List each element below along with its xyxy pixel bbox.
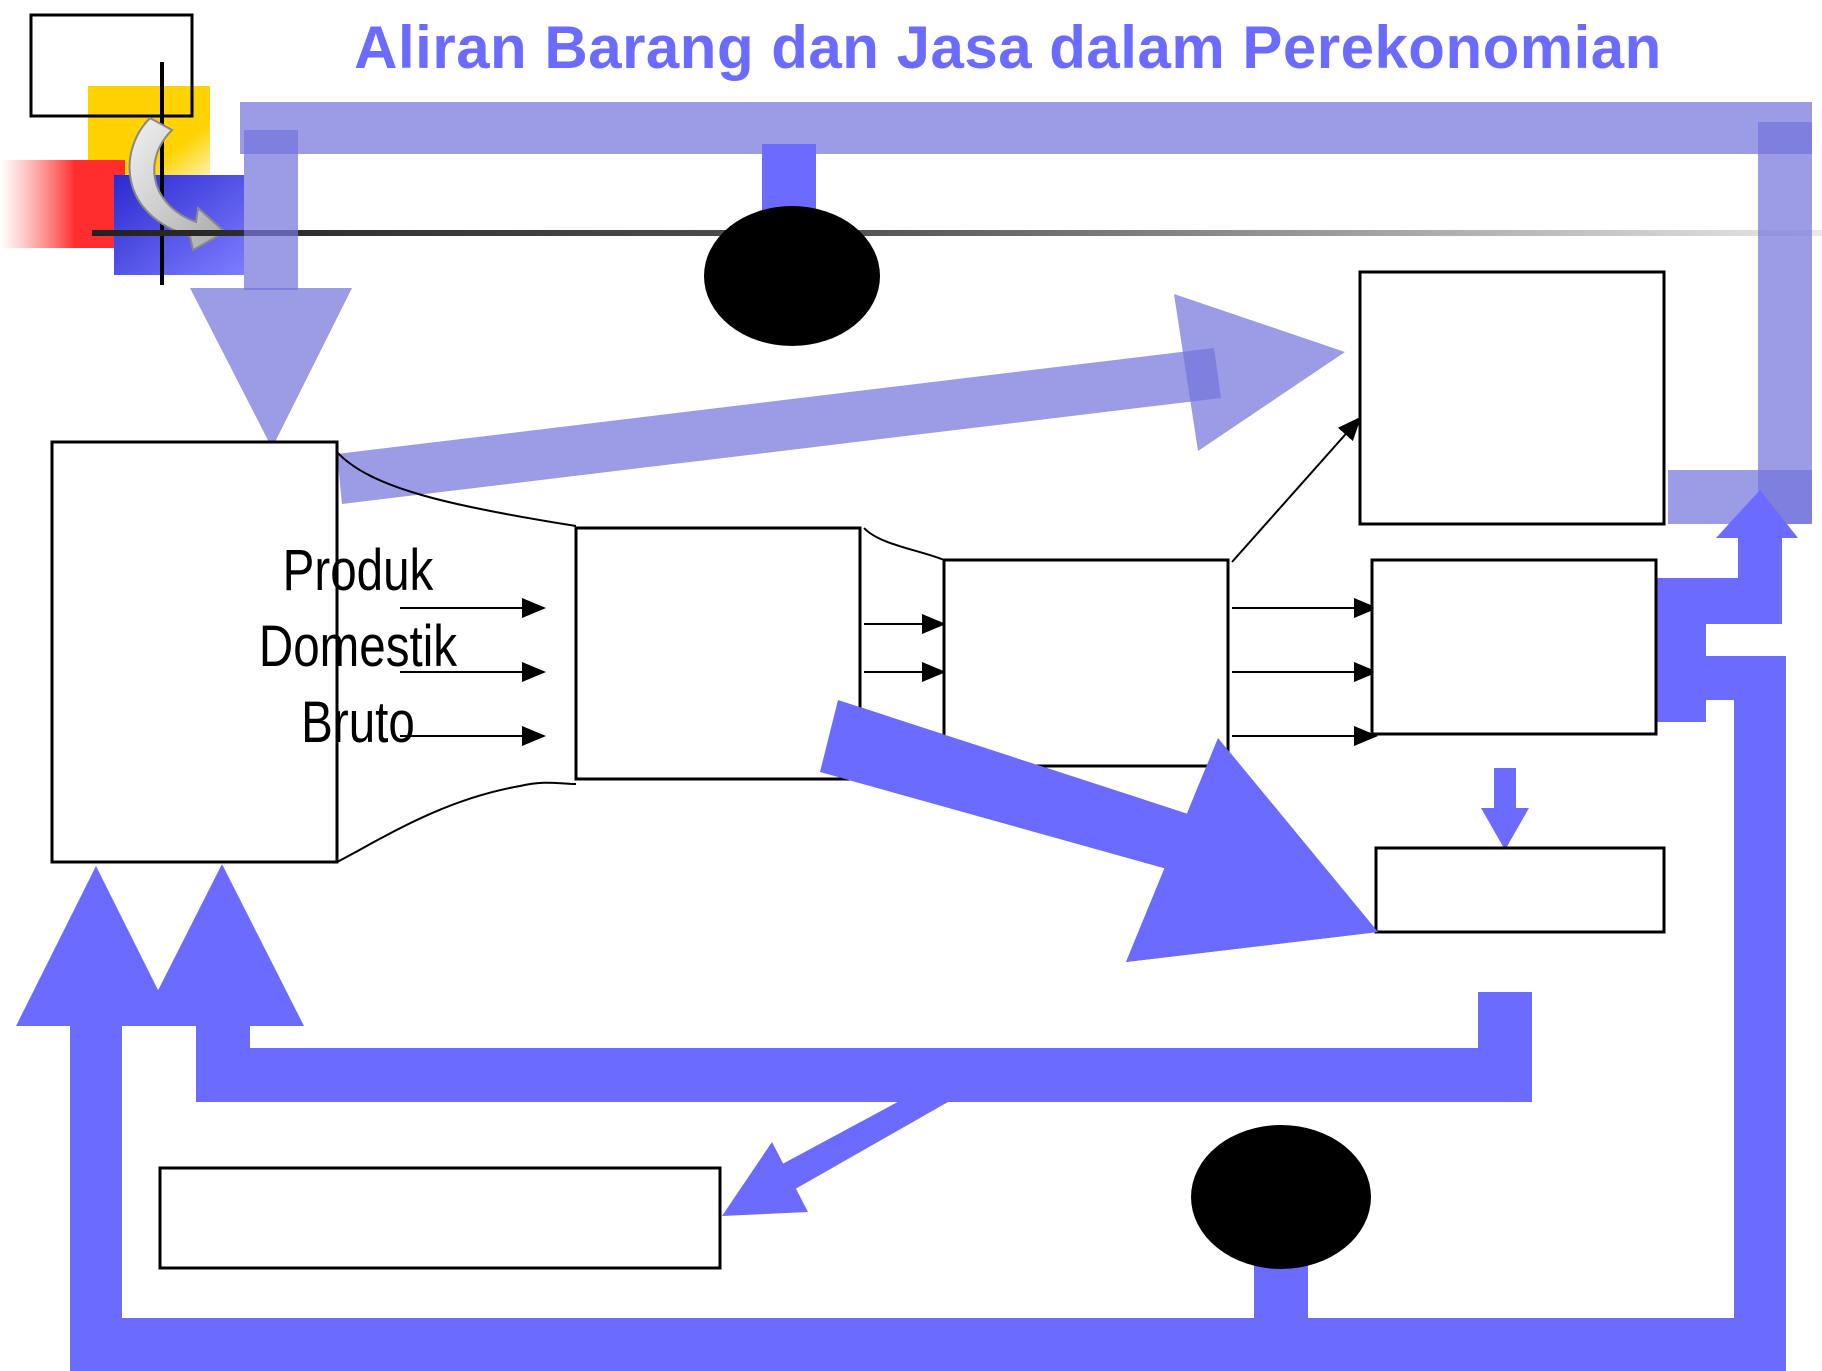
- bottom-left-box: [158, 1166, 722, 1270]
- small-down-arrow-icon: [1481, 768, 1529, 850]
- to-bottom-left-box-arrow: [722, 1098, 948, 1216]
- bottom-node-oval-icon: [1191, 1125, 1371, 1269]
- pdb-box: [50, 440, 339, 864]
- pdb-label-line1: Produk: [283, 539, 434, 604]
- top-node-oval-icon: [704, 206, 880, 346]
- bottom-box-arrow-shaft: [820, 700, 1188, 872]
- funnel-top-curve-2: [863, 527, 945, 561]
- pdb-label-line3: Bruto: [301, 691, 415, 756]
- page-title: Aliran Barang dan Jasa dalam Perekonomia…: [354, 14, 1662, 81]
- small-arrows-2: [864, 614, 946, 682]
- pdb-to-top-box-arrow: [337, 294, 1345, 504]
- stage-box-2: [942, 558, 1230, 768]
- outer-bottom-loop-flow: [16, 866, 1786, 1371]
- funnel-top-curve-1: [336, 451, 577, 527]
- bottom-box-arrow-tip: [1126, 738, 1378, 962]
- pdb-label-line2: Domestik: [259, 615, 458, 680]
- small-arrows-3: [1232, 598, 1378, 746]
- bottom-right-small-box: [1374, 846, 1666, 934]
- logo-icon: [0, 13, 244, 285]
- right-return-flow: [1650, 656, 1786, 1358]
- middle-right-box: [1370, 558, 1658, 736]
- top-right-box: [1358, 270, 1666, 526]
- title-underline: [92, 230, 1822, 236]
- top-loop-flow: [190, 102, 1812, 524]
- small-arrows-1: [400, 598, 546, 746]
- connector-to-top-box: [1231, 416, 1362, 563]
- funnel-bottom-curve-1: [336, 781, 577, 863]
- stage-box-1: [574, 526, 862, 781]
- middle-loop-flow: [140, 864, 1532, 1102]
